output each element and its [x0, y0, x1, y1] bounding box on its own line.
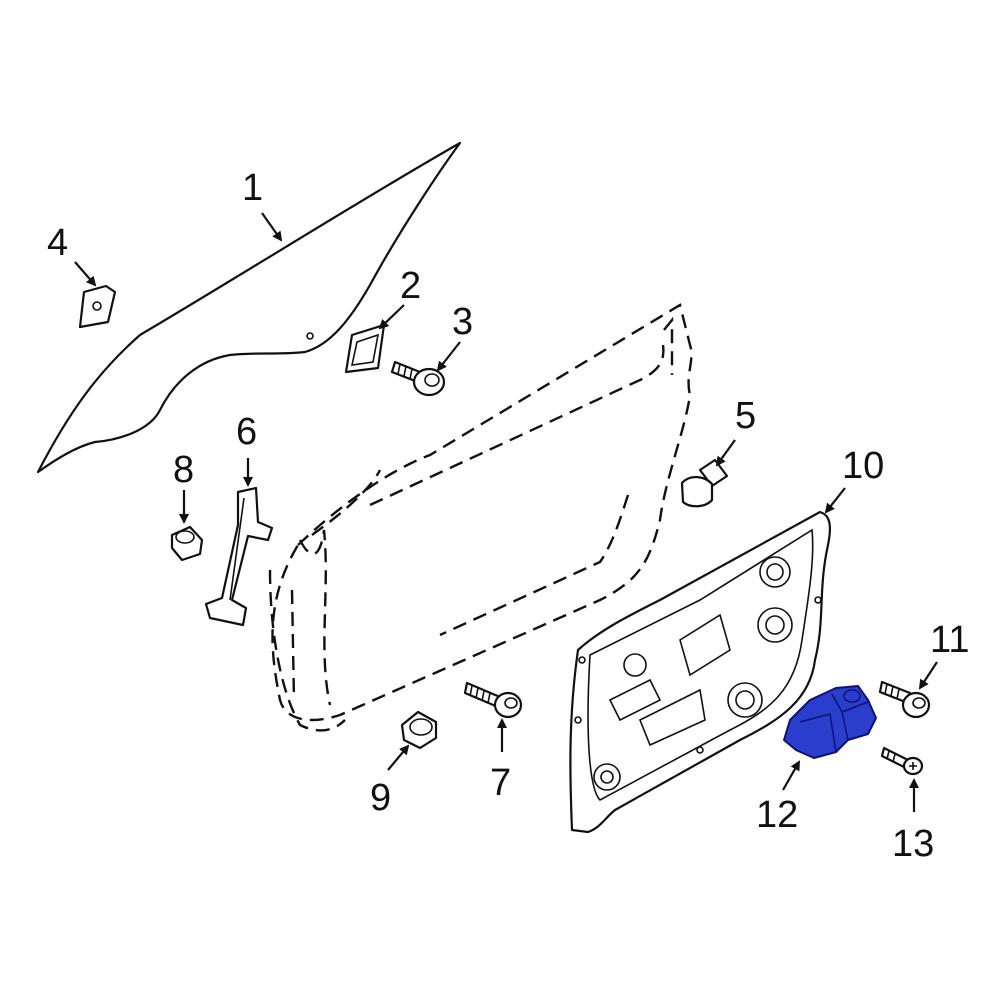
callout-5: 5 — [735, 395, 756, 437]
leader-10 — [824, 487, 846, 514]
leader-3 — [436, 341, 461, 372]
part-4-bracket[interactable] — [78, 284, 117, 329]
part-2-holder[interactable] — [344, 323, 386, 374]
callout-13: 13 — [892, 823, 934, 865]
leader-lines — [74, 212, 938, 812]
part-11-bolt[interactable] — [878, 680, 931, 719]
callout-6: 6 — [236, 411, 257, 453]
door-shell-outline — [268, 303, 693, 732]
callout-11: 11 — [930, 619, 969, 661]
part-9-nut[interactable] — [400, 710, 438, 750]
part-5-plug[interactable] — [680, 458, 729, 508]
callout-12: 12 — [756, 794, 798, 836]
leader-2 — [378, 304, 405, 330]
callout-1: 1 — [242, 167, 263, 209]
part-12-regulator-motor[interactable] — [783, 685, 877, 759]
callout-7: 7 — [490, 762, 511, 804]
part-1-door-glass[interactable] — [36, 141, 462, 474]
leader-12 — [782, 760, 800, 791]
part-13-screw[interactable] — [880, 746, 924, 776]
leader-11 — [918, 661, 938, 690]
leader-5 — [715, 439, 736, 467]
leader-9 — [387, 744, 410, 771]
callout-2: 2 — [400, 265, 421, 307]
part-3-bolt[interactable] — [390, 360, 446, 397]
part-10-door-module[interactable] — [569, 510, 831, 834]
callout-10: 10 — [842, 445, 884, 487]
leader-1 — [261, 212, 283, 242]
leader-4 — [74, 261, 97, 287]
part-8-nut[interactable] — [170, 525, 204, 562]
callout-8: 8 — [173, 449, 194, 491]
part-7-bolt[interactable] — [463, 681, 523, 719]
callout-3: 3 — [452, 301, 473, 343]
callout-labels: 1 2 3 4 5 6 7 8 9 10 11 12 13 — [47, 167, 969, 865]
callout-9: 9 — [370, 777, 391, 819]
callout-4: 4 — [47, 222, 68, 264]
part-6-channel[interactable] — [204, 486, 274, 627]
